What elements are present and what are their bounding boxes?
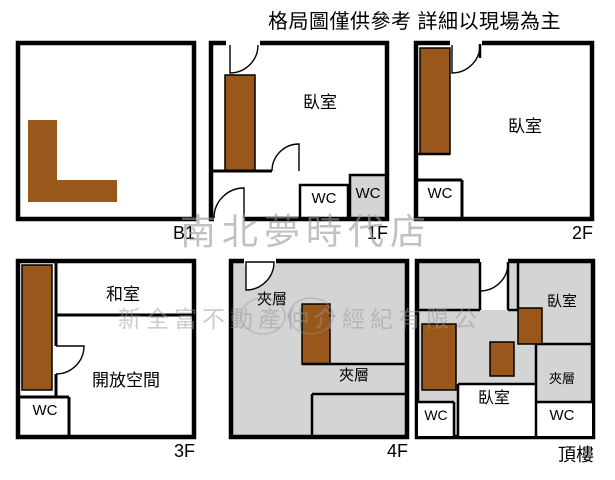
room-label-tatami: 和室 <box>106 285 140 304</box>
watermark-stamp-oval <box>288 297 334 335</box>
floor-plan-roof: 臥室 夾層 臥室 WC WC 頂樓 <box>414 258 596 470</box>
door-gap <box>450 40 482 47</box>
stairs-shape <box>419 47 451 155</box>
floor-label-2f: 2F <box>571 223 593 243</box>
room-label-mezzanine: 夾層 <box>338 367 369 384</box>
floor-plan-4f: 夾層 夾層 4F <box>228 258 410 470</box>
floor-plan-2f: 臥室 WC 2F <box>413 40 595 252</box>
room-label-wc: WC <box>427 185 453 202</box>
room-label-mezzanine: 夾層 <box>548 371 575 386</box>
stairs-shape <box>421 323 457 391</box>
floor-label-3f: 3F <box>173 441 195 461</box>
bedroom-area <box>458 384 536 436</box>
stairs-shape <box>224 74 256 172</box>
room-label-open-space: 開放空間 <box>92 371 160 390</box>
page-title: 格局圖僅供參考 詳細以現場為主 <box>268 11 562 33</box>
door-gap <box>226 40 260 47</box>
floor-plan-b1-drawing <box>15 40 197 222</box>
floor-label-1f: 1F <box>366 223 388 243</box>
wc-room <box>298 183 350 220</box>
room-label-wc: WC <box>549 407 575 424</box>
room-label-bedroom: 臥室 <box>303 93 337 112</box>
outer-wall <box>228 258 410 440</box>
door-gap <box>214 215 244 222</box>
stairs-shape <box>517 307 543 345</box>
floor-plan-4f-drawing <box>228 258 410 440</box>
wc-area <box>418 402 454 436</box>
stairs-shape <box>21 264 53 391</box>
room-label-bedroom: 臥室 <box>477 390 510 407</box>
door-arc-icon <box>229 44 259 74</box>
floor-label-4f: 4F <box>386 441 408 461</box>
floor-plan-2f-drawing <box>413 40 595 222</box>
floor-plan-roof-drawing <box>414 258 596 440</box>
room-label-wc: WC <box>355 185 381 202</box>
stairs-shape <box>28 120 117 202</box>
room-label-wc: WC <box>424 407 448 423</box>
floor-plan-1f: 臥室 WC WC 1F <box>208 40 390 252</box>
floor-label-b1: B1 <box>172 223 195 243</box>
wc-room-mezzanine <box>348 173 388 220</box>
room-label-bedroom: 臥室 <box>546 293 577 310</box>
door-arc-icon <box>55 345 85 375</box>
watermark-stamp-oval <box>240 297 286 335</box>
room-label-wc: WC <box>32 402 58 419</box>
wc-area <box>536 402 592 436</box>
watermark-store-name: 南北夢時代店 <box>180 211 433 252</box>
door-arc-icon <box>271 143 300 172</box>
floor-plan-b1: B1 <box>15 40 197 252</box>
door-arc-icon <box>245 261 275 291</box>
stairs-shape <box>489 341 515 377</box>
floor-plan-3f-drawing <box>15 258 197 440</box>
room-label-wc: WC <box>311 190 337 207</box>
floor-plan-3f: 和室 開放空間 WC 3F <box>15 258 197 470</box>
room-label-bedroom: 臥室 <box>508 117 542 136</box>
door-gap <box>480 258 508 265</box>
floor-label-roof: 頂樓 <box>558 445 594 465</box>
door-arc-icon <box>213 187 245 219</box>
floor-plan-1f-drawing <box>208 40 390 222</box>
